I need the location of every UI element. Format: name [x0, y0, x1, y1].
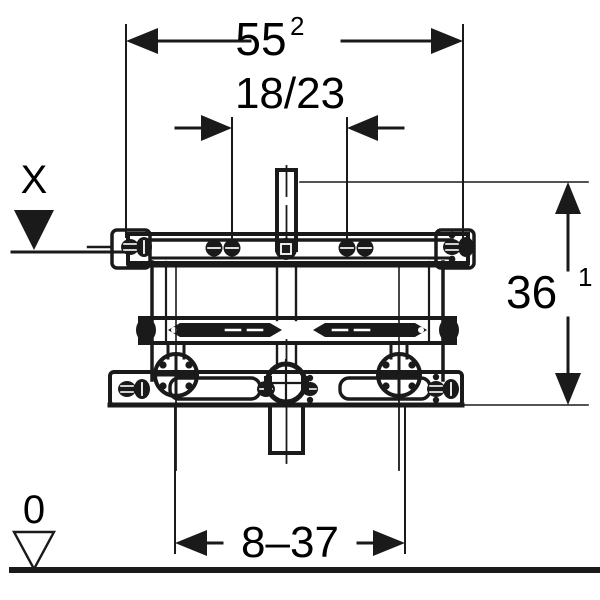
datum-marker-zero: 0 [9, 488, 600, 573]
wheel-hole-sw [159, 382, 167, 390]
outlet-left-lug [264, 376, 272, 391]
arrowhead-up-36 [555, 182, 581, 214]
wheel-hole-ne [408, 361, 416, 369]
dimension-label-height: 36 [506, 266, 557, 318]
mid-rail-right-end-fitting-icon [439, 318, 459, 342]
wheel-hole-nw [159, 361, 167, 369]
right-wall-anchor-upper [443, 231, 474, 263]
right-anchor-bracket [434, 228, 476, 270]
floor-screw-head-icon [427, 381, 445, 397]
connector-fitting-square [280, 243, 292, 255]
datum-x-triangle-icon [14, 210, 54, 250]
wheel-hole-ne [185, 361, 193, 369]
outlet-right-lug [301, 376, 309, 391]
arrowhead-right-55 [431, 28, 463, 54]
arrowhead-left-837 [175, 530, 207, 556]
top-rail-bolt-pair-left [205, 239, 241, 257]
dimension-bottom-width [174, 404, 406, 556]
dimension-inner-width [174, 115, 405, 246]
anchor-nut-icon [458, 237, 474, 257]
datum-x-label: X [21, 158, 48, 202]
wheel-hole-nw [382, 361, 390, 369]
arrowhead-right-837 [373, 530, 405, 556]
datum-marker-x: X [10, 158, 132, 254]
wheel-hole-se [185, 382, 193, 390]
datum-zero-label: 0 [23, 488, 45, 532]
dimension-superscript-height: 1 [578, 262, 592, 292]
wheel-hole-se [408, 382, 416, 390]
installation-frame-assembly [86, 165, 476, 471]
arrowhead-inward-left-1823 [201, 115, 232, 141]
datum-zero-triangle-icon [11, 530, 57, 572]
anchor-screw-head-icon [443, 239, 461, 255]
dimension-label-top-width: 55 [235, 13, 286, 65]
arrowhead-inward-right-1823 [347, 115, 378, 141]
anchor-hole-top-icon [448, 231, 456, 239]
left-floor-anchor [118, 379, 150, 399]
connector-fitting-icon [275, 238, 297, 260]
floor-anchor-hole-bottom [432, 396, 440, 404]
dimension-superscript-top-width: 2 [290, 11, 304, 41]
wheel-hole-sw [382, 382, 390, 390]
floor-screw-head-icon [118, 381, 136, 397]
anchor-hole-bottom-icon [448, 255, 456, 263]
left-adjuster-wheel [153, 341, 199, 471]
mid-rail-left-end-fitting-icon [136, 318, 156, 342]
right-slot-pivot [418, 327, 424, 333]
floor-anchor-hole-top [432, 373, 440, 381]
top-rail-bolt-pair-right [338, 239, 374, 257]
right-floor-anchor [427, 373, 459, 404]
left-wall-anchor-upper [121, 237, 152, 257]
dimension-label-bottom-width: 8–37 [241, 518, 339, 567]
arrowhead-left-55 [126, 28, 158, 54]
arrowhead-down-36 [555, 373, 581, 405]
centre-right-hole-bottom [306, 396, 314, 404]
dimension-label-inner-width: 18/23 [235, 69, 345, 118]
anchor-screw-head-icon [121, 239, 139, 255]
dimension-top-width [125, 24, 464, 238]
